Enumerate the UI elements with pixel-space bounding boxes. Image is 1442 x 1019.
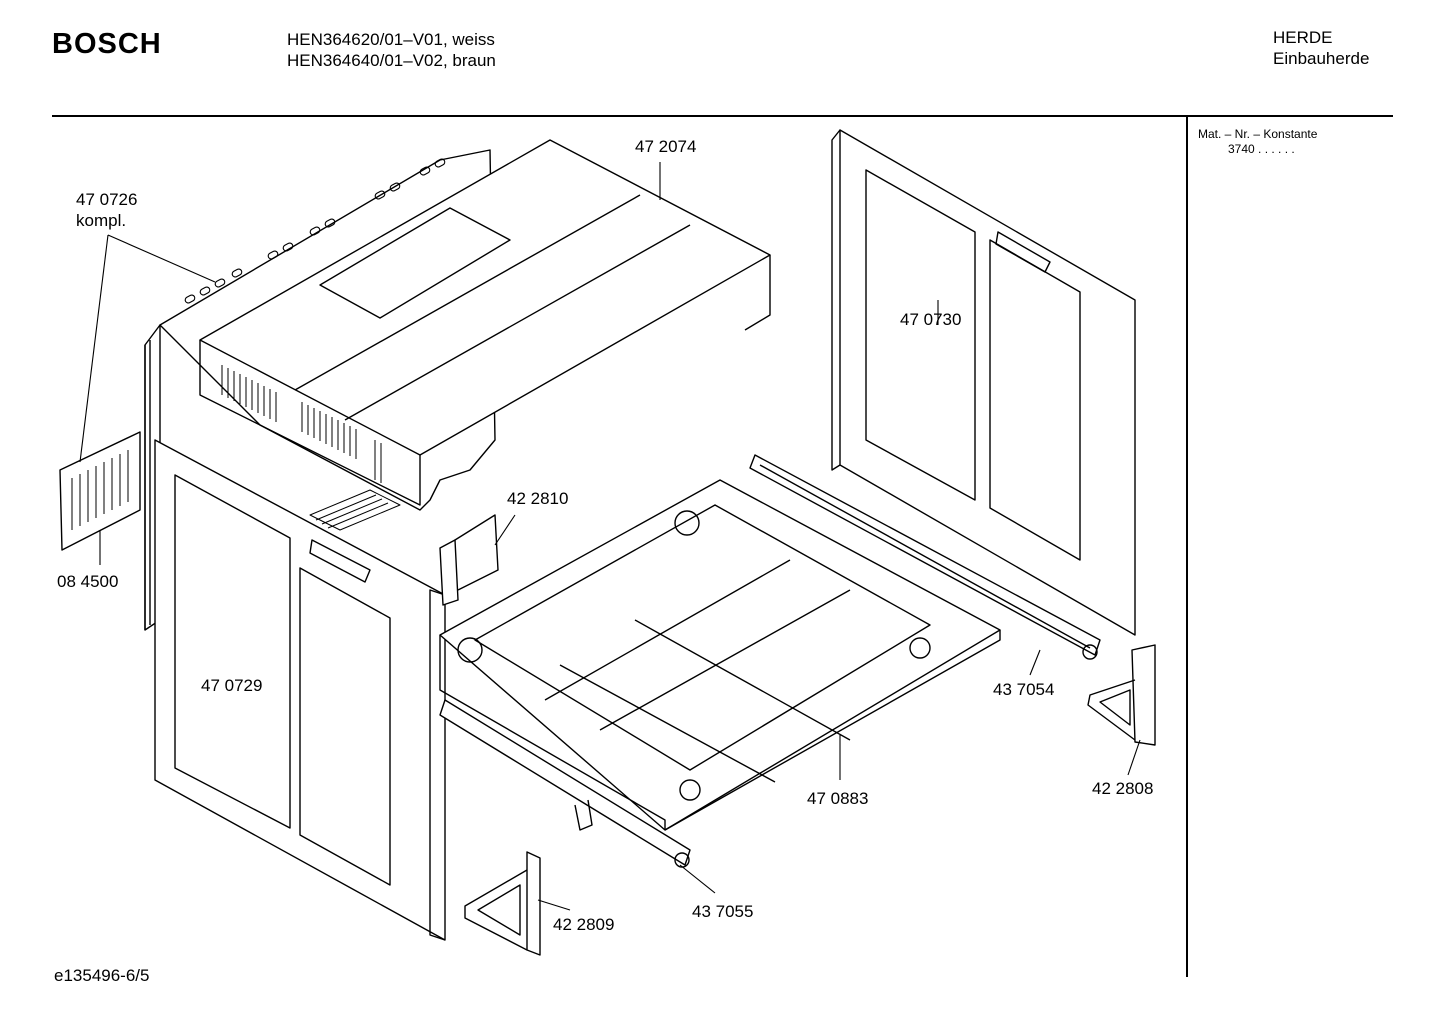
category-line-1: HERDE	[1273, 28, 1333, 47]
part-label-437055: 43 7055	[692, 902, 753, 921]
top-bracket-drawing	[439, 514, 499, 606]
header-divider	[52, 115, 1393, 117]
mat-nr-label: Mat. – Nr. – Konstante	[1198, 127, 1318, 141]
part-label-437054: 43 7054	[993, 680, 1054, 699]
part-label-422808: 42 2808	[1092, 779, 1153, 798]
model-line-2: HEN364640/01–V02, braun	[287, 51, 496, 70]
part-label-470730: 47 0730	[900, 310, 961, 329]
right-rail-drawing	[749, 454, 1101, 660]
internal-grid-drawing	[309, 489, 401, 531]
right-panel-drawing	[831, 129, 1136, 636]
sidebar-divider	[1186, 117, 1188, 977]
top-cover-drawing	[199, 139, 771, 506]
model-line-1: HEN364620/01–V01, weiss	[287, 30, 495, 49]
part-label-470729: 47 0729	[201, 676, 262, 695]
part-label-422809: 42 2809	[553, 915, 614, 934]
leader-lines	[79, 162, 1141, 911]
left-rail-drawing	[439, 699, 691, 868]
part-label-472074: 47 2074	[635, 137, 696, 156]
part-label-422810: 42 2810	[507, 489, 568, 508]
category: HERDE Einbauherde	[1273, 27, 1369, 69]
mat-nr-value: 3740 . . . . . .	[1228, 142, 1295, 156]
rear-housing-drawing	[144, 149, 496, 631]
brand-logo: BOSCH	[52, 28, 162, 60]
model-list: HEN364620/01–V01, weiss HEN364640/01–V02…	[287, 29, 496, 71]
document-id: e135496-6/5	[54, 966, 150, 985]
left-panel-drawing	[154, 439, 446, 941]
category-line-2: Einbauherde	[1273, 49, 1370, 68]
right-bracket-drawing	[1087, 644, 1156, 746]
left-bracket-drawing	[464, 851, 541, 956]
part-label-470883: 47 0883	[807, 789, 868, 808]
part-label-470726: 47 0726	[76, 190, 137, 209]
part-label-470726-sub: kompl.	[76, 211, 126, 230]
part-label-084500: 08 4500	[57, 572, 118, 591]
bottom-frame-drawing	[439, 479, 1001, 831]
